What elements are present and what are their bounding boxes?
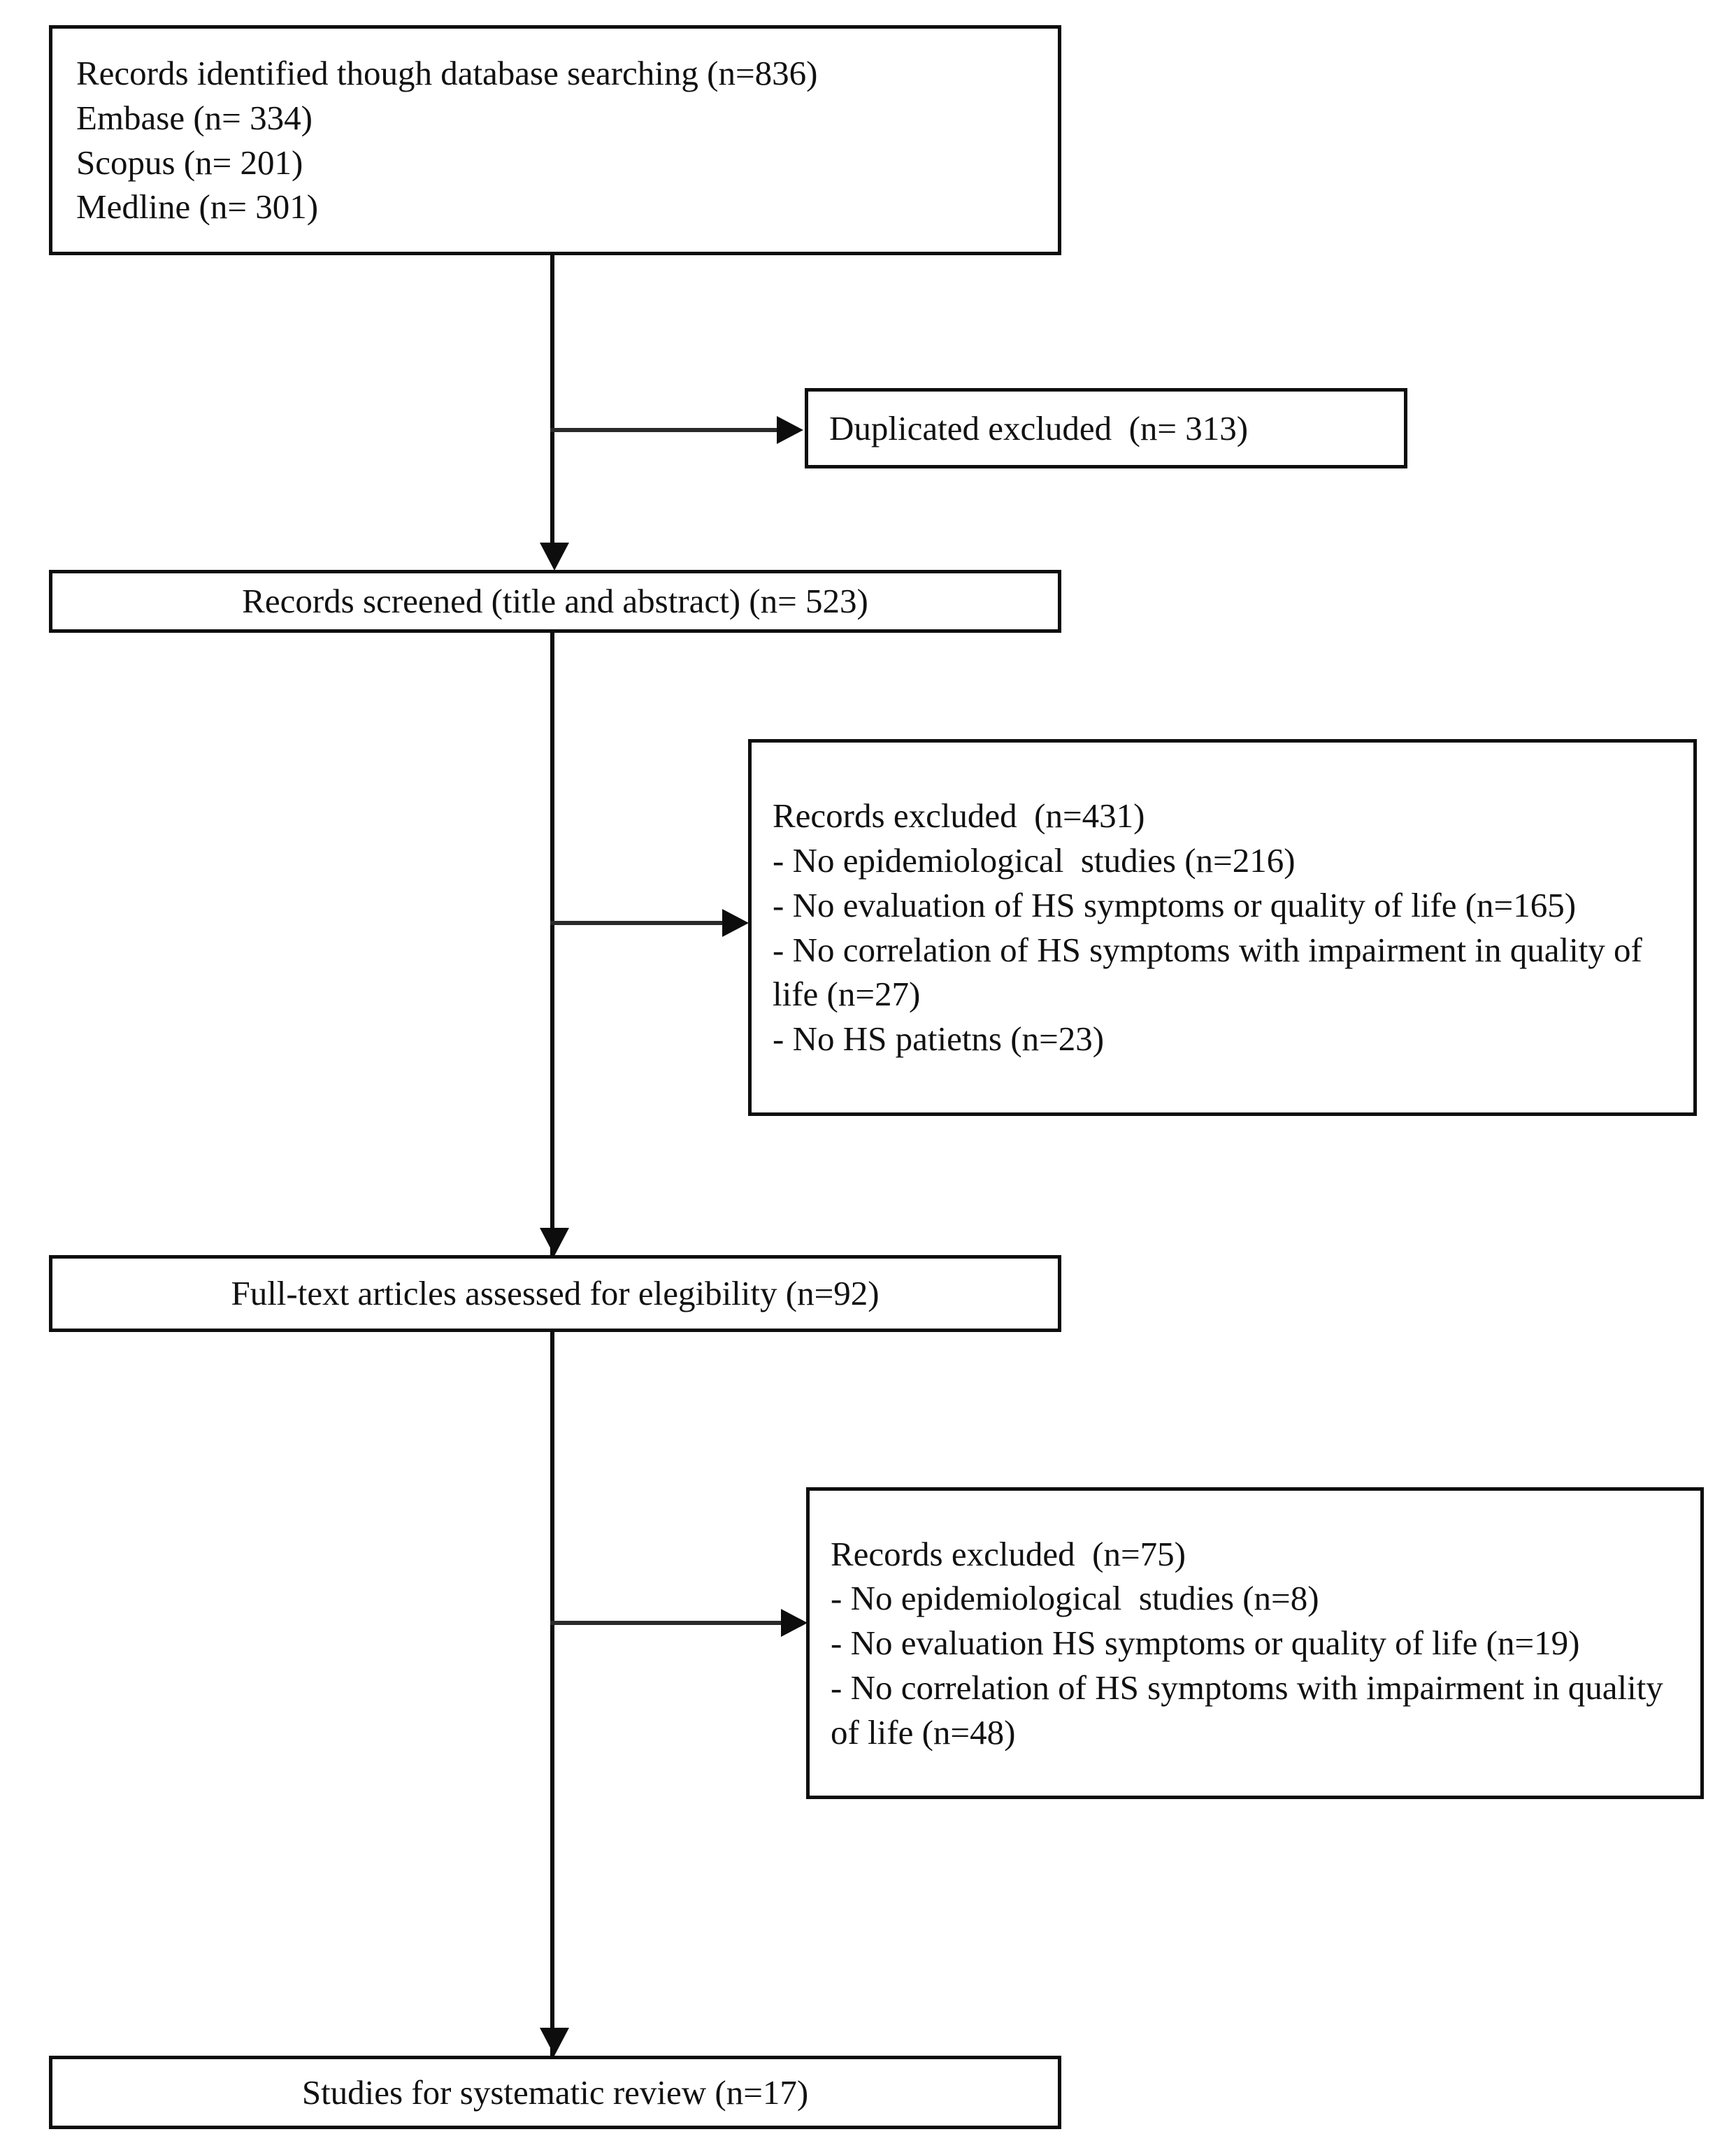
excluded-fulltext-line-3: - No evaluation HS symptoms or quality o… xyxy=(831,1624,1580,1663)
node-studies-included: Studies for systematic review (n=17) xyxy=(49,2056,1061,2129)
records-identified-line-2: Embase (n= 334) xyxy=(76,98,313,137)
node-records-excluded-fulltext: Records excluded (n=75) - No epidemiolog… xyxy=(806,1487,1704,1799)
duplicated-excluded-line-1: Duplicated excluded (n= 313) xyxy=(829,408,1249,448)
excluded-fulltext-line-1: Records excluded (n=75) xyxy=(831,1534,1186,1573)
excluded-screening-line-5: - No HS patietns (n=23) xyxy=(773,1019,1105,1058)
records-identified-line-1: Records identified though database searc… xyxy=(76,54,818,93)
excluded-screening-line-1: Records excluded (n=431) xyxy=(773,796,1145,836)
arrowhead-to-full-text xyxy=(540,1228,569,1256)
records-identified-line-4: Medline (n= 301) xyxy=(76,187,319,227)
arrowhead-to-included xyxy=(540,2028,569,2056)
studies-included-line-1: Studies for systematic review (n=17) xyxy=(301,2072,809,2112)
node-records-screened: Records screened (title and abstract) (n… xyxy=(49,570,1061,633)
connector-screened-to-fulltext xyxy=(550,633,554,1259)
connector-to-excluded-screening xyxy=(550,921,724,925)
excluded-screening-line-3: - No evaluation of HS symptoms or qualit… xyxy=(773,885,1577,924)
connector-to-excluded-fulltext xyxy=(550,1621,782,1625)
excluded-fulltext-line-2: - No epidemiological studies (n=8) xyxy=(831,1579,1319,1618)
node-duplicated-excluded: Duplicated excluded (n= 313) xyxy=(805,388,1407,468)
node-full-text-assessed: Full-text articles assessed for elegibil… xyxy=(49,1255,1061,1332)
records-screened-line-1: Records screened (title and abstract) (n… xyxy=(242,582,868,621)
records-identified-line-3: Scopus (n= 201) xyxy=(76,143,303,182)
node-records-identified: Records identified though database searc… xyxy=(49,25,1061,255)
node-records-excluded-screening: Records excluded (n=431) - No epidemiolo… xyxy=(748,739,1697,1116)
arrowhead-to-records-screened xyxy=(540,543,569,571)
full-text-line-1: Full-text articles assessed for elegibil… xyxy=(231,1274,880,1313)
connector-fulltext-to-included xyxy=(550,1332,554,2059)
excluded-screening-line-2: - No epidemiological studies (n=216) xyxy=(773,841,1296,880)
arrowhead-to-excluded-screening xyxy=(722,909,749,937)
excluded-fulltext-line-4: - No correlation of HS symptoms with imp… xyxy=(831,1668,1672,1752)
connector-to-duplicates xyxy=(550,428,778,432)
arrowhead-to-duplicates xyxy=(777,416,803,444)
connector-identified-to-screened xyxy=(550,255,554,545)
excluded-screening-line-4: - No correlation of HS symptoms with imp… xyxy=(773,930,1651,1014)
arrowhead-to-excluded-fulltext xyxy=(781,1609,808,1637)
